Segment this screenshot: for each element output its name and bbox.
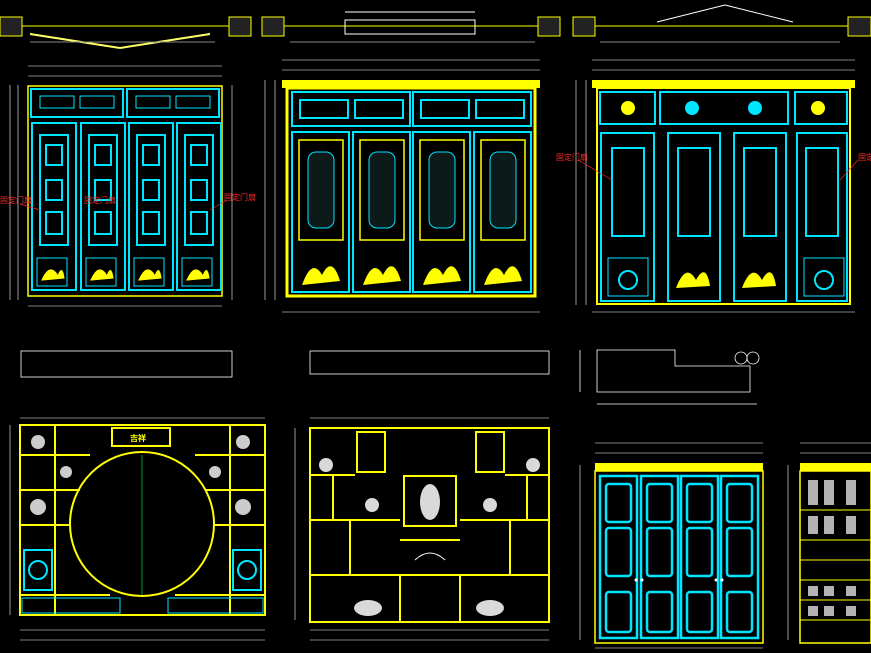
- fixed-door-label-mid: 固定门扇: [84, 195, 116, 205]
- fixed-door-label-3a: 固定门扇: [556, 152, 588, 162]
- moon-gate-elevation: 吉祥: [9, 417, 266, 641]
- curio-cabinet-elevation: [294, 417, 550, 641]
- fixed-door-label-3b: 固定门扇: [858, 152, 871, 162]
- door-elevation-3: 固定门扇 固定门扇: [556, 59, 871, 313]
- plan-strips: [20, 349, 760, 405]
- top-cornice-row: [0, 4, 871, 49]
- plaque-text: 吉祥: [130, 433, 146, 443]
- fixed-door-label-left: 固定门扇: [0, 195, 32, 205]
- cabinet-door-elevation: [579, 442, 764, 649]
- door-elevation-2: [264, 59, 540, 313]
- door-elevation-1: 固定门扇 固定门扇 固定门扇: [0, 65, 256, 307]
- fixed-door-label-right: 固定门扇: [224, 192, 256, 202]
- cabinet-section: [787, 442, 871, 644]
